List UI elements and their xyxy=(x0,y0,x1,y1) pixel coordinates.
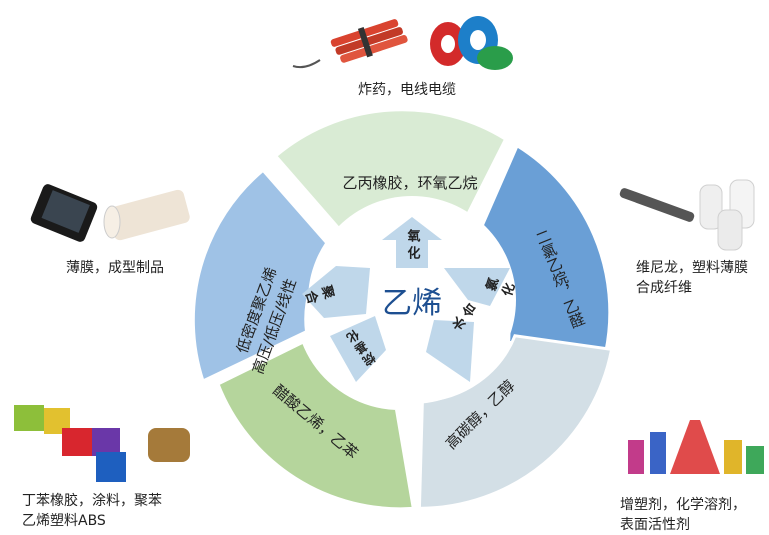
pipe-image xyxy=(619,188,695,222)
arrow-alkylation xyxy=(330,316,386,382)
application-top: 炸药，电线电缆 xyxy=(358,82,456,98)
lab-flasks-image xyxy=(628,420,764,474)
paint-cans-image xyxy=(14,405,190,482)
arrow-chlorination xyxy=(444,268,510,306)
cables-image xyxy=(430,16,513,70)
label-oxidation: 氧化 xyxy=(405,228,422,263)
yarn-spools-image xyxy=(699,179,755,251)
application-bottom-right-line-1: 增塑剂，化学溶剂， xyxy=(620,497,746,513)
segment-bottom-left xyxy=(216,339,416,511)
arrow-oxidation xyxy=(382,217,442,268)
segment-bottom-right xyxy=(417,334,614,510)
phone-image xyxy=(30,184,98,242)
reaction-arrows xyxy=(302,217,510,382)
application-bottom-right-line-2: 表面活性剂 xyxy=(620,517,690,533)
center-label: 乙烯 xyxy=(382,286,442,321)
application-bottom-left-line-2: 乙烯塑料ABS xyxy=(22,513,106,529)
product-top: 乙丙橡胶，环氧乙烷 xyxy=(342,174,477,192)
explosives-image xyxy=(292,19,408,69)
film-roll-image xyxy=(103,189,190,241)
application-bottom-left-line-1: 丁苯橡胶，涂料，聚苯 xyxy=(22,493,162,509)
arrow-hydration xyxy=(426,320,474,382)
application-right-line-2: 合成纤维 xyxy=(636,280,692,296)
arrow-polymerization xyxy=(302,266,370,318)
application-right-line-1: 维尼龙，塑料薄膜 xyxy=(636,260,748,276)
application-left: 薄膜，成型制品 xyxy=(66,260,164,276)
